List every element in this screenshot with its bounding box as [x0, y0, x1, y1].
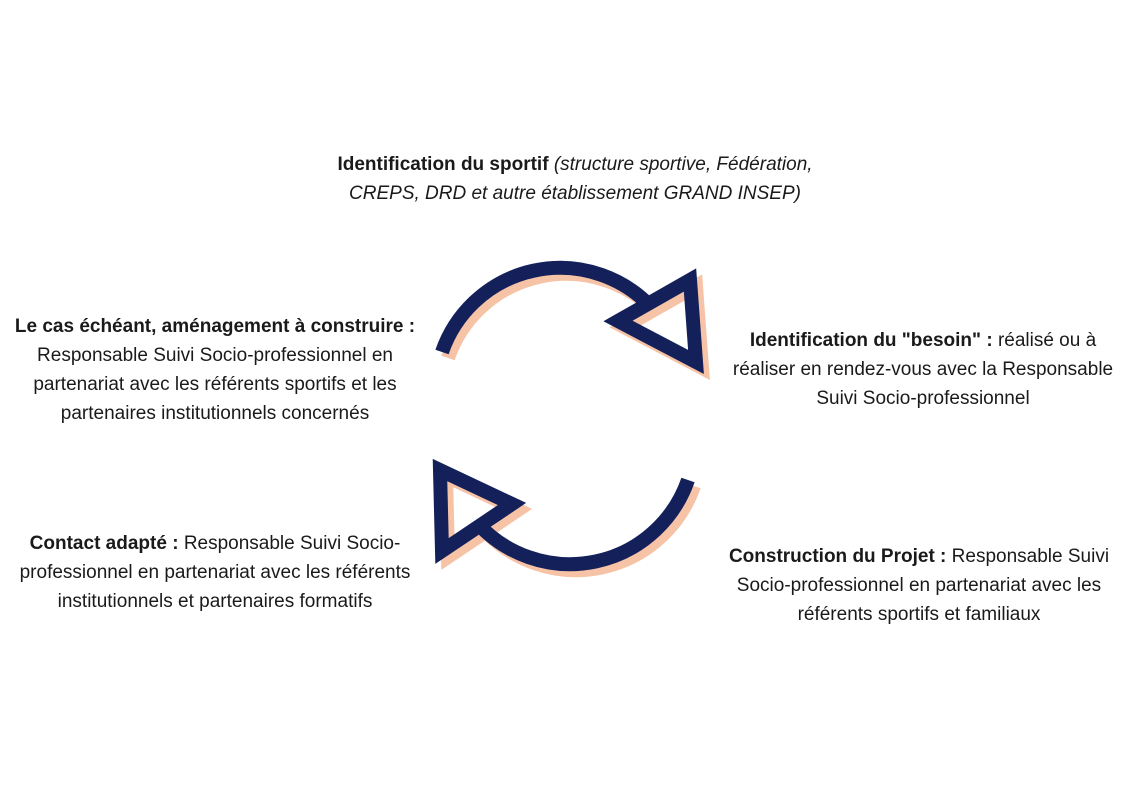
step-construction-projet: Construction du Projet : Responsable Sui… — [706, 542, 1132, 629]
cycle-arrows-graphic — [432, 260, 710, 578]
bottom-arrow-icon — [432, 458, 695, 572]
step-detail: Responsable Suivi Socio-professionnel en… — [736, 546, 1110, 625]
step-detail: réalisé ou à réaliser en rendez-vous ave… — [732, 330, 1114, 409]
top-arrow-icon — [435, 260, 704, 375]
step-contact-adapte: Contact adapté : Responsable Suivi Socio… — [0, 529, 430, 616]
step-title: Construction du Projet : — [728, 546, 947, 567]
step-title: Identification du sportif — [337, 154, 549, 175]
step-detail: (structure sportive, Fédération, CREPS, … — [349, 154, 813, 204]
step-detail: Responsable Suivi Socio-professionnel en… — [19, 533, 411, 612]
step-identification-besoin: Identification du "besoin" : réalisé ou … — [718, 326, 1128, 413]
step-title: Identification du "besoin" : — [749, 330, 993, 351]
step-title: Le cas échéant, aménagement à construire… — [14, 316, 416, 337]
step-detail: Responsable Suivi Socio-professionnel en… — [33, 345, 397, 424]
step-amenagement: Le cas échéant, aménagement à construire… — [0, 312, 430, 428]
step-title: Contact adapté : — [29, 533, 179, 554]
step-identification-sportif: Identification du sportif (structure spo… — [330, 150, 820, 208]
